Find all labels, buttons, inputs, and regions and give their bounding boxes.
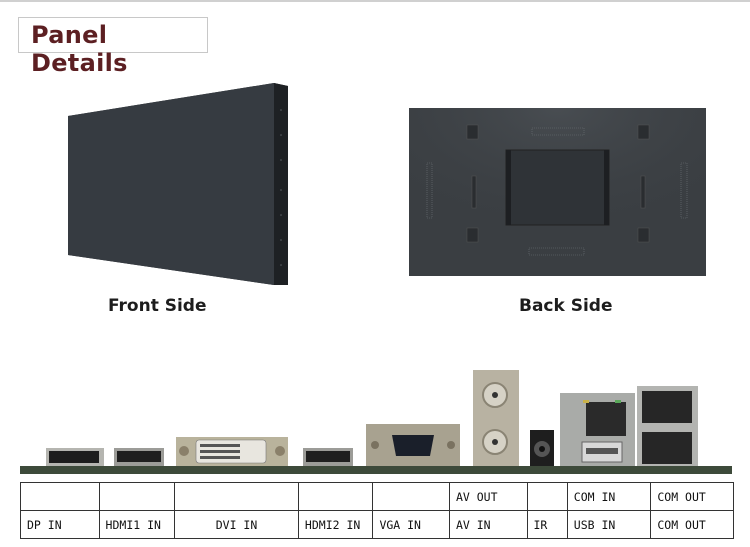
bnc-ports-icon <box>473 370 519 466</box>
front-side-caption: Front Side <box>108 296 207 316</box>
back-panel-image <box>409 108 706 276</box>
section-title-box: Panel Details <box>18 17 208 77</box>
hdmi2-port-icon <box>303 448 353 466</box>
table-row: DP IN HDMI1 IN DVI IN HDMI2 IN VGA IN AV… <box>20 510 734 539</box>
dp-port-icon <box>46 448 104 466</box>
table-cell: VGA IN <box>372 510 450 539</box>
table-cell: AV IN <box>448 510 528 539</box>
table-row: AV OUT COM IN COM OUT <box>20 482 734 511</box>
back-side-caption: Back Side <box>519 296 613 316</box>
ir-jack-icon <box>530 430 554 466</box>
port-label-table: AV OUT COM IN COM OUT DP IN HDMI1 IN DVI… <box>20 482 734 539</box>
top-divider <box>0 0 750 2</box>
table-cell: AV OUT <box>448 482 528 511</box>
table-cell: HDMI2 IN <box>297 510 374 539</box>
table-cell <box>98 482 176 511</box>
hdmi1-port-icon <box>114 448 164 466</box>
vga-port-icon <box>366 424 460 466</box>
table-cell: USB IN <box>566 510 652 539</box>
io-board-image <box>20 362 732 474</box>
table-cell: IR <box>526 510 568 539</box>
table-cell <box>20 482 100 511</box>
table-cell: DVI IN <box>174 510 299 539</box>
front-panel-illustration <box>68 83 288 285</box>
table-cell: COM OUT <box>650 510 734 539</box>
rj45-usb-port-icon <box>560 393 635 466</box>
io-ports-illustration <box>20 370 732 474</box>
table-cell: HDMI1 IN <box>98 510 176 539</box>
table-cell <box>297 482 374 511</box>
dual-rj45-port-icon <box>637 386 698 466</box>
table-cell <box>372 482 450 511</box>
dvi-port-icon <box>176 437 288 466</box>
table-cell: COM IN <box>566 482 652 511</box>
table-cell: DP IN <box>20 510 100 539</box>
table-cell <box>526 482 568 511</box>
table-cell <box>174 482 299 511</box>
table-cell: COM OUT <box>650 482 734 511</box>
back-panel-illustration <box>409 108 706 276</box>
front-panel-image <box>66 80 294 290</box>
page-title: Panel Details <box>31 21 128 77</box>
